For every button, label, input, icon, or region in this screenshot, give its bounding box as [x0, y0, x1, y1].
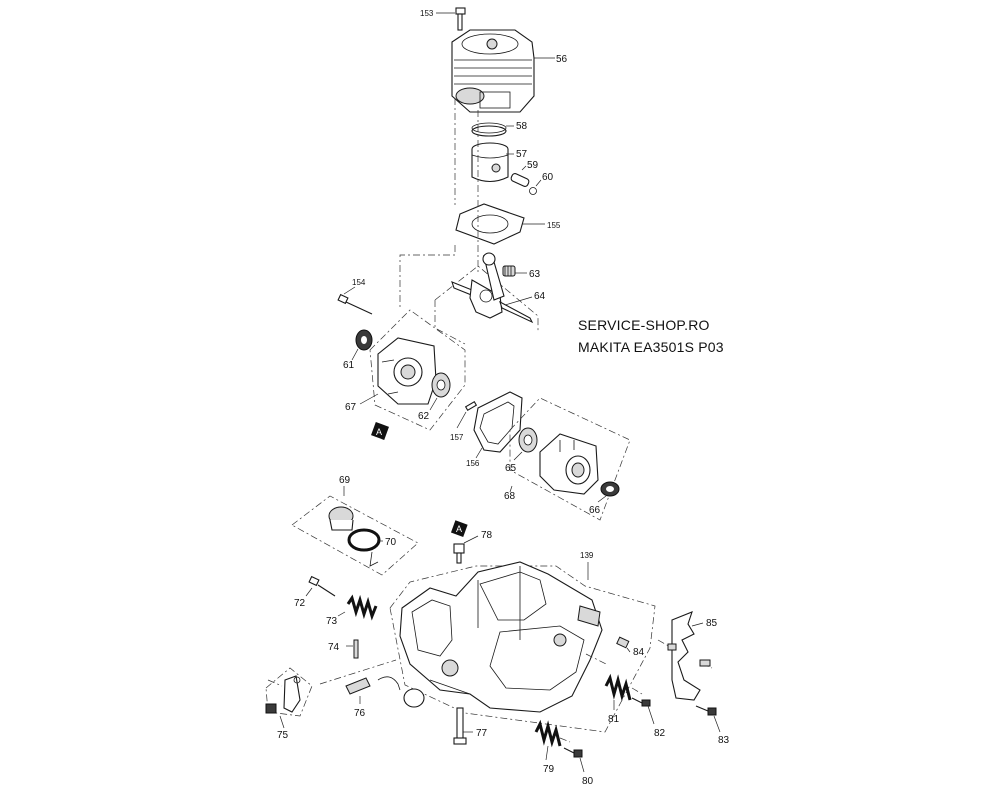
callout-59: 59 [527, 160, 539, 171]
part-156-crankcase-gasket[interactable] [473, 391, 523, 453]
part-70-o-ring[interactable] [347, 528, 381, 567]
callout-83: 83 [718, 735, 730, 746]
part-77-bolt[interactable] [453, 707, 467, 745]
part-75-throttle-lever[interactable] [265, 675, 301, 714]
callout-66: 66 [589, 505, 601, 516]
callout-64: 64 [534, 291, 546, 302]
part-56-cylinder[interactable] [451, 29, 535, 113]
callout-60: 60 [542, 172, 554, 183]
callout-79: 79 [543, 764, 555, 775]
part-57-piston[interactable] [471, 142, 509, 183]
callout-57: 57 [516, 149, 528, 160]
callout-139: 139 [580, 551, 594, 560]
callout-157: 157 [450, 433, 464, 442]
part-64-crankshaft[interactable] [451, 252, 534, 324]
callout-80: 80 [582, 776, 594, 787]
callout-156: 156 [466, 459, 480, 468]
callout-82: 82 [654, 728, 666, 739]
callout-154: 154 [352, 278, 366, 287]
part-76-trigger-lockout[interactable] [345, 676, 425, 708]
part-153-bolt[interactable] [455, 7, 466, 31]
callout-84: 84 [633, 647, 645, 658]
part-58-piston-ring[interactable] [471, 122, 507, 137]
callout-77: 77 [476, 728, 488, 739]
part-65-bearing-right[interactable] [518, 427, 538, 453]
part-82-screw[interactable] [631, 697, 651, 707]
callout-72: 72 [294, 598, 306, 609]
callout-68: 68 [504, 491, 516, 502]
part-66-oil-seal-right[interactable] [600, 481, 620, 497]
shop-name: SERVICE-SHOP.RO [578, 317, 710, 333]
part-69-oil-pump[interactable] [328, 506, 354, 531]
part-60-circlip[interactable] [529, 187, 537, 195]
part-84-plug[interactable] [616, 636, 630, 649]
part-62-bearing-left[interactable] [431, 372, 451, 398]
callout-69: 69 [339, 475, 351, 486]
part-155-cylinder-gasket[interactable] [455, 203, 525, 245]
callout-153: 153 [420, 9, 434, 18]
part-59-piston-pin[interactable] [510, 173, 530, 188]
callout-63: 63 [529, 269, 541, 280]
callout-155: 155 [547, 221, 561, 230]
callout-85: 85 [706, 618, 718, 629]
part-67-crankcase-left[interactable] [377, 337, 437, 405]
svg-text:A: A [376, 427, 382, 437]
part-157-dowel-pin[interactable] [464, 401, 478, 411]
part-73-av-spring[interactable] [346, 594, 378, 621]
part-74-pin[interactable] [353, 639, 359, 659]
part-79-av-spring[interactable] [534, 719, 562, 748]
callout-56: 56 [556, 54, 568, 65]
callout-67: 67 [345, 402, 357, 413]
callout-76: 76 [354, 708, 366, 719]
svg-text:A: A [456, 524, 462, 534]
callout-74: 74 [328, 642, 340, 653]
callout-70: 70 [385, 537, 397, 548]
callout-61: 61 [343, 360, 355, 371]
callout-78: 78 [481, 530, 493, 541]
part-81-av-spring[interactable] [604, 673, 632, 702]
callout-58: 58 [516, 121, 528, 132]
callout-75: 75 [277, 730, 289, 741]
part-139-main-housing[interactable] [399, 561, 603, 713]
part-72-screw[interactable] [308, 575, 336, 597]
callout-73: 73 [326, 616, 338, 627]
marker-a-bottom: A [450, 520, 468, 537]
model-title: MAKITA EA3501S P03 [578, 339, 724, 355]
part-85-screws [667, 643, 711, 667]
part-68-crankcase-right[interactable] [539, 433, 599, 495]
part-154-screw[interactable] [337, 293, 373, 315]
part-85-bumper-spike[interactable] [671, 611, 701, 701]
part-61-oil-seal-left[interactable] [355, 329, 373, 351]
part-63-needle-bearing[interactable] [502, 265, 516, 277]
callout-62: 62 [418, 411, 430, 422]
part-78-bolt[interactable] [453, 543, 465, 564]
part-83-screw[interactable] [695, 705, 717, 716]
part-80-screw[interactable] [563, 747, 583, 758]
callout-81: 81 [608, 714, 620, 725]
callout-65: 65 [505, 463, 517, 474]
marker-a-top: A [371, 422, 389, 440]
